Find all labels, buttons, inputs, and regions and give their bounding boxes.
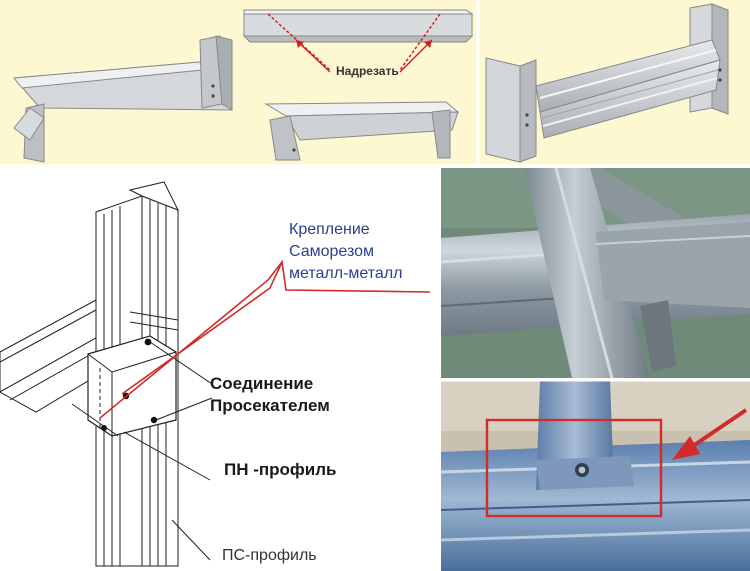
cutter-joint-line-1: Соединение (210, 374, 314, 393)
pn-profile-label: ПН -профиль (224, 460, 337, 479)
joint-technical-drawing (0, 181, 213, 567)
screw-fixing-line-2: Саморезом (289, 243, 375, 260)
screw-fixing-line-3: металл-металл (289, 265, 403, 282)
photo-crossing-profiles (440, 167, 750, 379)
ps-profile-label: ПС-профиль (222, 547, 317, 564)
cutter-joint-label: Соединение Просекателем (210, 373, 330, 417)
highlight-box (485, 418, 663, 518)
photo-screw-joint (440, 381, 750, 571)
joint-markers (99, 259, 431, 431)
screw-fixing-label: Крепление Саморезом металл-металл (289, 219, 403, 285)
screw-fixing-line-1: Крепление (289, 221, 370, 238)
pointer-arrow (688, 408, 748, 450)
stud-frame-diagram (485, 3, 729, 163)
cutter-joint-line-2: Просекателем (210, 396, 330, 415)
bent-profile-left (12, 35, 233, 163)
straight-profile-cut (242, 9, 474, 73)
bent-profile-middle (264, 101, 460, 161)
cut-label: Надрезать (336, 64, 399, 78)
